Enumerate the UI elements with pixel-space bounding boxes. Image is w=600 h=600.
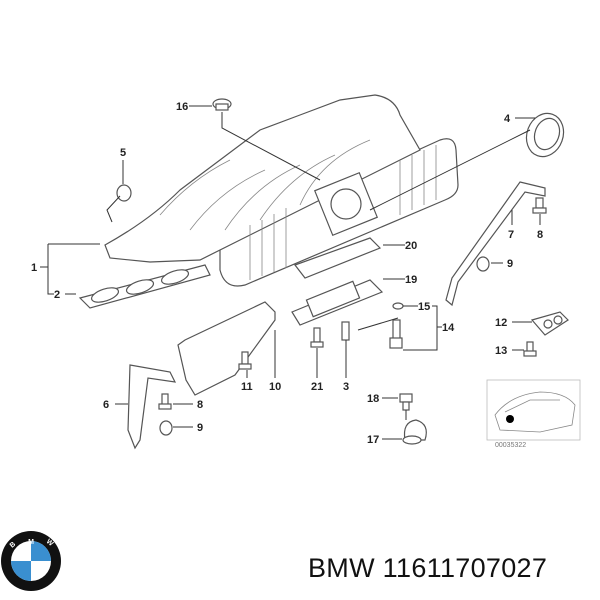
gasket-20	[294, 237, 382, 279]
callout-11: 11	[241, 381, 253, 393]
bolt-13	[523, 341, 537, 357]
bolt-11	[238, 351, 252, 370]
callout-17: 17	[367, 434, 379, 446]
callout-10: 10	[269, 381, 281, 393]
callout-9-bottom: 9	[197, 422, 203, 434]
leader-lines	[40, 105, 541, 440]
part-number-caption: BMW 11611707027	[308, 553, 548, 583]
bracket-7	[445, 181, 546, 307]
callout-13: 13	[495, 345, 507, 357]
clip-12	[530, 311, 569, 336]
callout-3: 3	[343, 381, 349, 393]
callout-9-top: 9	[507, 258, 513, 270]
callout-5: 5	[120, 147, 126, 159]
svg-text:M: M	[28, 539, 34, 546]
bolt-18	[399, 393, 413, 411]
callout-12: 12	[495, 317, 507, 329]
intake-manifold	[104, 94, 459, 287]
grommet-5	[116, 184, 132, 202]
bracket-6	[127, 364, 177, 450]
callout-14: 14	[442, 322, 455, 334]
nut-9-bottom	[159, 420, 173, 436]
callout-15: 15	[418, 301, 430, 313]
bolt-8-bottom	[158, 393, 172, 410]
callout-8-top: 8	[537, 229, 543, 241]
sensor-14	[389, 302, 404, 349]
bolt-21	[310, 327, 324, 348]
cap-16	[212, 98, 232, 111]
callout-20: 20	[405, 240, 417, 252]
callout-1: 1	[31, 262, 37, 274]
callout-4: 4	[504, 113, 511, 125]
callout-16: 16	[176, 101, 188, 113]
callout-19: 19	[405, 274, 417, 286]
clamp-17	[402, 419, 427, 445]
gasket-2	[78, 264, 211, 309]
callout-21: 21	[311, 381, 323, 393]
callout-7: 7	[508, 229, 514, 241]
bolt-8-top	[532, 197, 547, 214]
car-locator-inset: 00035322	[486, 379, 581, 449]
bmw-logo: M B W	[1, 531, 61, 591]
callout-2: 2	[54, 289, 60, 301]
inset-code: 00035322	[495, 442, 526, 449]
seal-ring-4	[525, 112, 565, 158]
callout-18: 18	[367, 393, 379, 405]
callout-6: 6	[103, 399, 109, 411]
module-19	[291, 279, 384, 326]
callout-8-bottom: 8	[197, 399, 203, 411]
callout-labels: 16 5 4 1 2 20 19 15 14 7 8 9 12 13 6 8 9…	[31, 101, 543, 446]
location-marker-icon	[506, 415, 514, 423]
svg-text:W: W	[45, 538, 55, 548]
bracket-10	[177, 301, 276, 396]
spacer-3	[341, 321, 350, 341]
svg-text:B: B	[9, 541, 17, 550]
nut-9-top	[476, 256, 490, 272]
